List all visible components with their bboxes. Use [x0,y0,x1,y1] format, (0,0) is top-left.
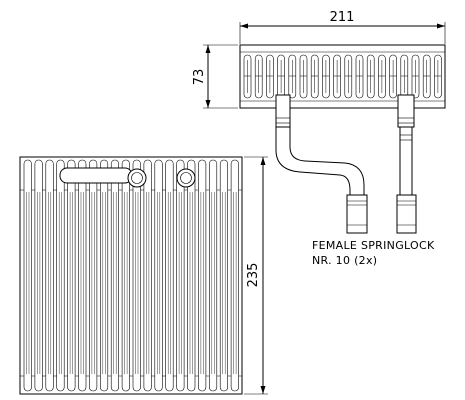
core-tube [154,159,163,392]
top-fin [434,54,442,99]
top-fin [366,54,375,99]
top-view [239,44,446,109]
core-tube [45,159,54,392]
top-fin [277,54,285,99]
pipes [275,94,417,234]
front-view [19,156,243,395]
front-view-tubes [23,159,239,392]
top-fin [411,54,420,99]
top-fin [400,54,409,99]
springlock-note-line2: NR. 10 (2x) [312,254,377,267]
width-dimension-label: 211 [330,10,355,25]
top-fin [333,54,341,99]
top-fin [310,54,319,99]
width-dimension: 211 [239,10,446,44]
top-fin [322,54,330,99]
core-tube [230,159,239,392]
top-fin [266,54,274,99]
core-tube [34,159,43,392]
inlet-springlock-fitting [346,194,368,234]
core-tube [219,159,228,392]
core-tube [198,159,207,392]
depth-dimension-label: 73 [192,69,207,86]
core-tube [89,159,98,392]
top-view-fins [243,54,442,99]
core-tube [121,159,130,392]
top-fin [299,54,308,99]
core-tube [67,159,76,392]
top-fin [422,54,431,99]
outlet-springlock-fitting [396,194,417,234]
height-dimension: 235 [244,156,268,395]
top-fin [355,54,364,99]
depth-dimension: 73 [192,44,238,109]
core-tube [209,159,218,392]
core-tube [165,159,174,392]
top-fin [378,54,386,99]
top-fin [344,54,353,99]
header-slot [59,167,133,184]
top-fin [254,54,263,99]
core-tube [100,159,109,392]
top-fin [389,54,397,99]
core-tube [132,159,141,392]
height-dimension-label: 235 [246,263,261,288]
inlet-pipe [275,94,368,234]
core-tube [23,159,32,392]
core-tube [187,159,196,392]
core-tube [143,159,152,392]
springlock-note-line1: FEMALE SPRINGLOCK [312,239,435,252]
core-tube [78,159,87,392]
core-tube [56,159,65,392]
right-port [176,168,196,188]
core-tube [110,159,119,392]
top-fin [288,54,297,99]
outlet-pipe [396,94,417,234]
top-fin [243,54,252,99]
core-tube [176,159,185,392]
left-port [127,168,147,188]
